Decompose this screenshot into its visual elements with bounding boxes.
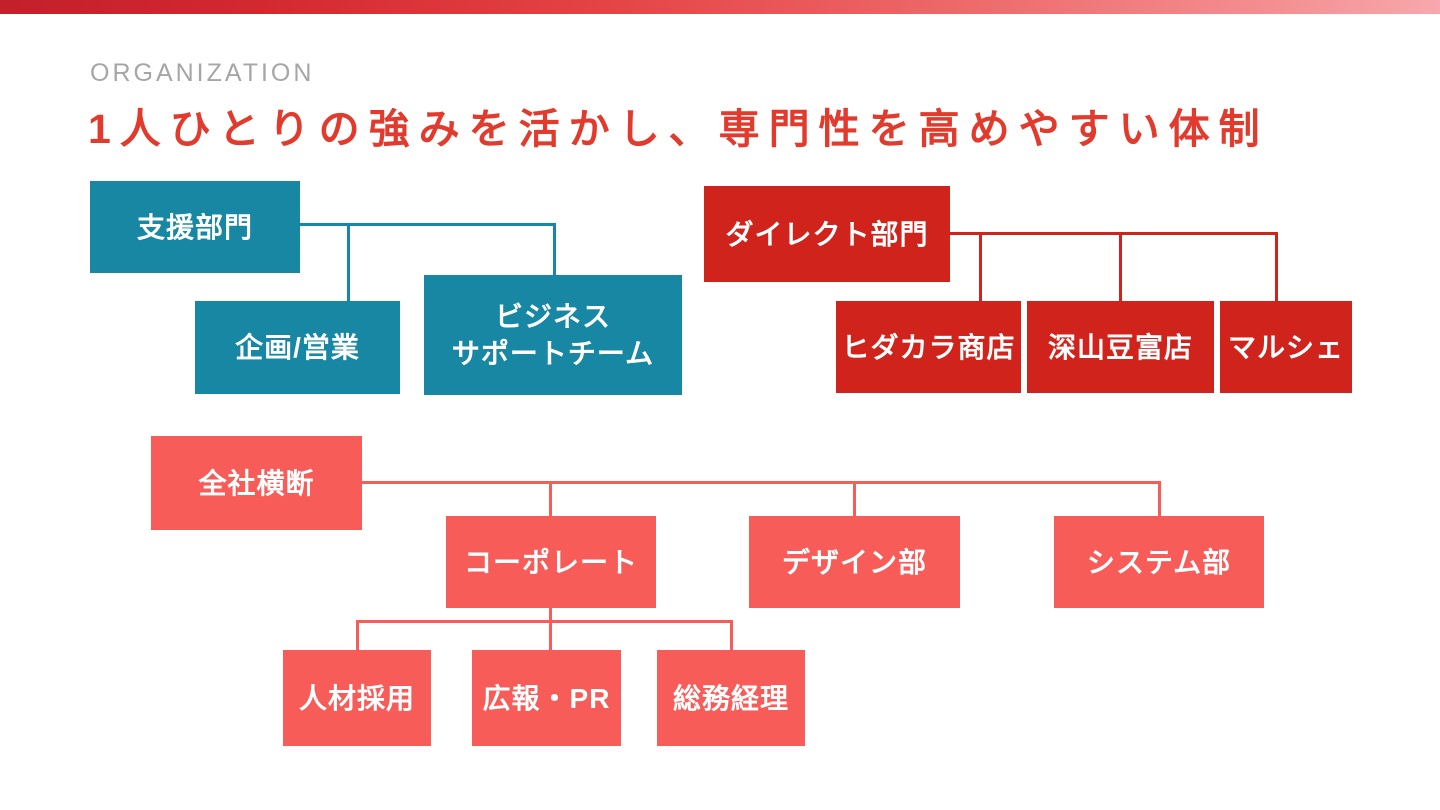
eyebrow-label: ORGANIZATION bbox=[90, 59, 315, 87]
connector-companywide-drop-design bbox=[853, 481, 856, 516]
connector-direct-drop-marche bbox=[1275, 232, 1278, 301]
connector-corporate-stem bbox=[549, 608, 552, 650]
node-planning-sales: 企画/営業 bbox=[195, 301, 400, 394]
connector-companywide-drop-corporate bbox=[549, 481, 552, 516]
connector-corporate-horizontal bbox=[356, 620, 733, 623]
node-corporate: コーポレート bbox=[446, 516, 656, 608]
node-design-dept: デザイン部 bbox=[749, 516, 960, 608]
connector-direct-drop-hidakara bbox=[979, 232, 982, 301]
connector-corporate-drop-general-affairs bbox=[730, 620, 733, 650]
node-pr: 広報・PR bbox=[472, 650, 621, 746]
connector-corporate-drop-recruiting bbox=[356, 620, 359, 650]
node-general-affairs: 総務経理 bbox=[657, 650, 805, 746]
node-marche: マルシェ bbox=[1220, 301, 1352, 393]
node-miyama-tofu-ten: 深山豆富店 bbox=[1027, 301, 1214, 393]
connector-companywide-drop-system bbox=[1158, 481, 1161, 516]
node-system-dept: システム部 bbox=[1054, 516, 1264, 608]
node-direct-dept: ダイレクト部門 bbox=[704, 186, 950, 282]
node-business-support-team: ビジネス サポートチーム bbox=[424, 275, 682, 395]
connector-support-drop-planning bbox=[347, 223, 350, 301]
connector-support-drop-bizteam bbox=[553, 223, 556, 275]
connector-support-horizontal bbox=[300, 223, 556, 226]
page-title: 1人ひとりの強みを活かし、専門性を高めやすい体制 bbox=[88, 106, 1269, 152]
node-support-dept: 支援部門 bbox=[90, 181, 300, 273]
connector-direct-drop-miyama bbox=[1119, 232, 1122, 301]
node-hidakara-shoten: ヒダカラ商店 bbox=[836, 301, 1021, 393]
connector-direct-horizontal bbox=[950, 232, 1278, 235]
node-recruiting: 人材採用 bbox=[283, 650, 431, 746]
top-accent-bar bbox=[0, 0, 1440, 14]
connector-companywide-horizontal bbox=[362, 481, 1161, 484]
node-company-wide: 全社横断 bbox=[151, 436, 362, 530]
